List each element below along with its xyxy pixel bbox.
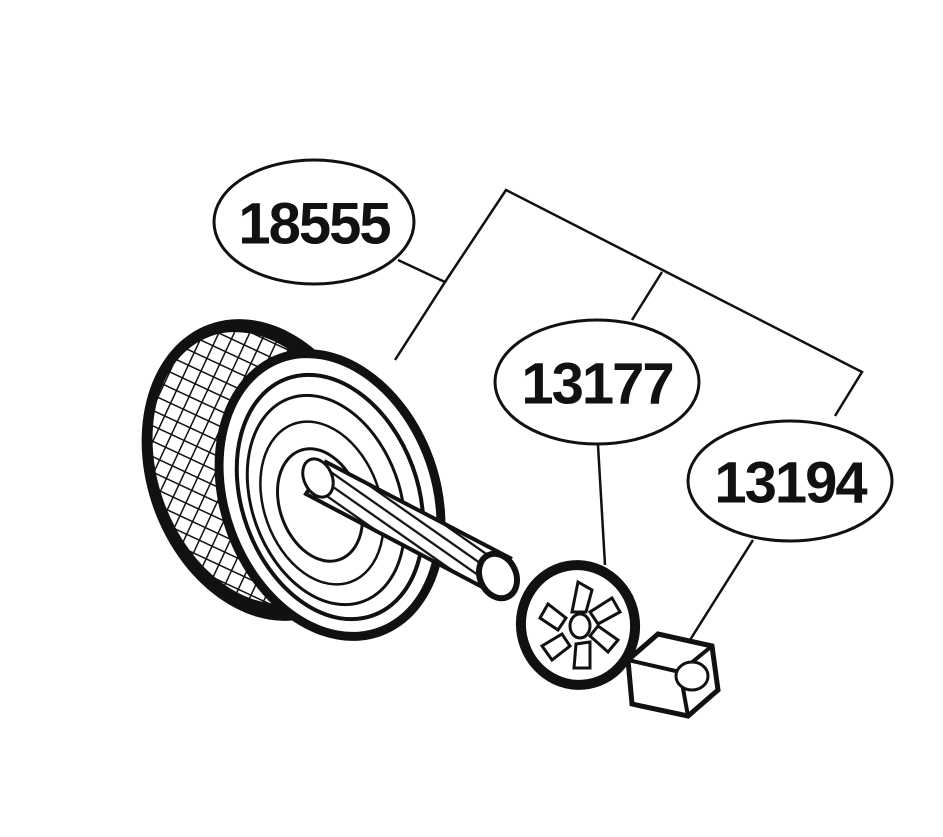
toothed-washer-illustration bbox=[515, 560, 641, 690]
part-bubble-18555: 18555 bbox=[212, 158, 416, 286]
knob-assembly-illustration bbox=[141, 319, 520, 641]
part-number-label: 13177 bbox=[521, 352, 672, 417]
leader-lines bbox=[393, 188, 864, 641]
hex-nut-illustration bbox=[625, 631, 721, 719]
part-number-label: 18555 bbox=[238, 192, 390, 257]
part-bubble-13194: 13194 bbox=[686, 419, 894, 543]
part-number-label: 13194 bbox=[714, 451, 867, 516]
part-bubble-13177: 13177 bbox=[493, 318, 701, 446]
